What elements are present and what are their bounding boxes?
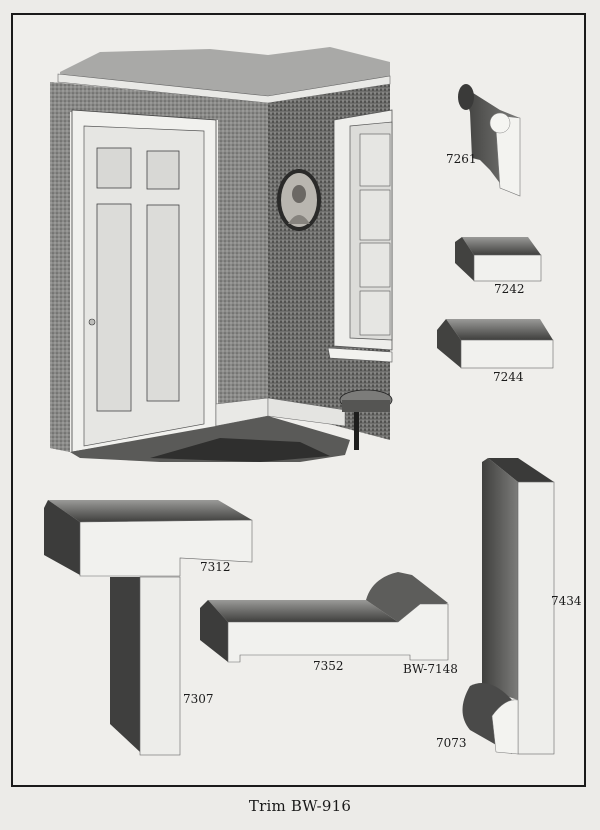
- label-bw-7148: BW-7148: [403, 662, 458, 676]
- label-7261: 7261: [446, 152, 477, 166]
- page-caption: Trim BW-916: [248, 797, 352, 815]
- label-7434: 7434: [551, 594, 582, 608]
- molding-7242: [455, 237, 542, 282]
- molding-7244: [437, 319, 554, 369]
- molding-7352-bw7148: [200, 572, 449, 663]
- label-7242: 7242: [494, 282, 525, 296]
- label-7312: 7312: [200, 560, 231, 574]
- label-7073: 7073: [436, 736, 467, 750]
- label-7307: 7307: [183, 692, 214, 706]
- label-7352: 7352: [313, 659, 344, 673]
- molding-7312-7307: [44, 500, 253, 756]
- molding-7261: [458, 84, 521, 197]
- molding-7434-7073: [462, 458, 555, 755]
- label-7244: 7244: [493, 370, 524, 384]
- room-scene: [50, 47, 393, 462]
